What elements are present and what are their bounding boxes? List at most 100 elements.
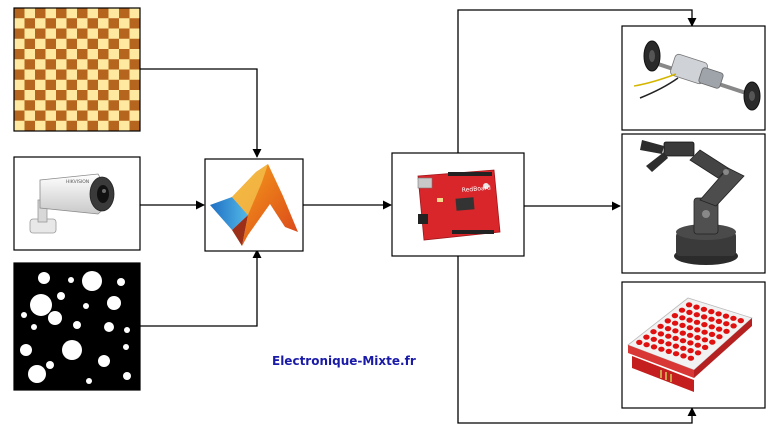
arduino-board-mark: RedBoard (462, 184, 492, 194)
checker-square (108, 59, 119, 70)
connectors (140, 9, 697, 424)
led-dot (658, 346, 665, 352)
checker-square (35, 110, 46, 121)
checker-square (56, 69, 67, 80)
checker-square (77, 69, 88, 80)
checker-square (108, 79, 119, 90)
checker-square (87, 18, 98, 29)
led-dot (686, 332, 694, 338)
led-dot (686, 325, 694, 331)
checker-square (119, 8, 130, 19)
security-camera-icon: HIKVISION (29, 173, 115, 234)
led-dot (664, 318, 671, 324)
led-dot (723, 321, 730, 327)
led-dot (679, 315, 686, 321)
led-dot (730, 315, 737, 321)
led-dot (672, 351, 680, 357)
checker-square (98, 69, 109, 80)
led-dot (701, 329, 708, 335)
checker-square (35, 8, 46, 19)
checker-square (129, 38, 140, 49)
checker-square (66, 120, 77, 131)
checker-square (14, 110, 25, 121)
led-dot (671, 320, 679, 326)
led-dot (715, 311, 722, 317)
led-dot (679, 338, 687, 344)
checker-square (87, 120, 98, 131)
arrow-dots-to-matlab (140, 249, 262, 327)
matlab-logo-icon (210, 164, 298, 246)
checker-square (77, 28, 88, 39)
dot-pattern-block (13, 262, 141, 391)
checker-square (24, 100, 35, 111)
arrow-arduino-to-motor (457, 9, 697, 153)
led-dot (665, 341, 672, 347)
led-dot (643, 334, 650, 340)
led-dot (672, 328, 679, 334)
checker-square (129, 79, 140, 90)
led-array (636, 302, 744, 361)
camera-brand-mark: HIKVISION (66, 179, 89, 185)
checker-square (87, 38, 98, 49)
led-dot (664, 326, 672, 332)
checker-square (56, 110, 67, 121)
checker-square (129, 120, 140, 131)
dot-pattern (20, 271, 131, 384)
led-dot (650, 329, 657, 335)
led-dot (679, 330, 686, 336)
arrow-arduino-to-led-matrix (457, 256, 697, 424)
led-dot (665, 348, 672, 354)
checker-square (108, 38, 119, 49)
checker-square (24, 79, 35, 90)
led-dot (708, 309, 715, 315)
checker-square (45, 79, 56, 90)
arduino-block: RedBoard (391, 152, 525, 257)
checker-square (14, 49, 25, 60)
led-dot (650, 336, 657, 342)
checker-square (45, 59, 56, 70)
checker-square (45, 38, 56, 49)
checker-square (14, 28, 25, 39)
led-dot (693, 312, 700, 318)
led-dot (722, 313, 730, 319)
checker-square (98, 8, 109, 19)
checker-square (66, 100, 77, 111)
led-dot (694, 327, 701, 333)
led-dot (708, 324, 715, 330)
motor-block (621, 25, 766, 131)
checker-square (56, 49, 67, 60)
robotic-arm-icon (640, 140, 745, 265)
led-dot-matrix-icon (627, 297, 753, 392)
checker-square (35, 49, 46, 60)
checker-square (56, 28, 67, 39)
led-dot (687, 348, 694, 354)
led-dot (680, 353, 687, 359)
checker-square (119, 110, 130, 121)
led-dot (700, 314, 708, 320)
checker-square (98, 49, 109, 60)
checker-square (24, 18, 35, 29)
led-dot (737, 318, 744, 324)
checker-square (35, 69, 46, 80)
checker-square (98, 28, 109, 39)
checkerboard-block (13, 7, 141, 132)
checker-square (66, 38, 77, 49)
matlab-block (204, 158, 304, 252)
checker-square (24, 59, 35, 70)
led-dot (687, 340, 694, 346)
checker-square (77, 49, 88, 60)
led-dot (694, 350, 702, 356)
led-dot (693, 304, 700, 310)
led-dot (657, 323, 664, 329)
checker-square (87, 79, 98, 90)
checker-square (56, 8, 67, 19)
led-dot (672, 343, 680, 349)
checker-square (45, 100, 56, 111)
led-dot (730, 323, 737, 329)
led-dot (687, 355, 695, 361)
checker-square (129, 18, 140, 29)
checker-square (87, 100, 98, 111)
led-matrix-block (621, 281, 766, 409)
dc-motor-wheel-icon (633, 40, 761, 111)
